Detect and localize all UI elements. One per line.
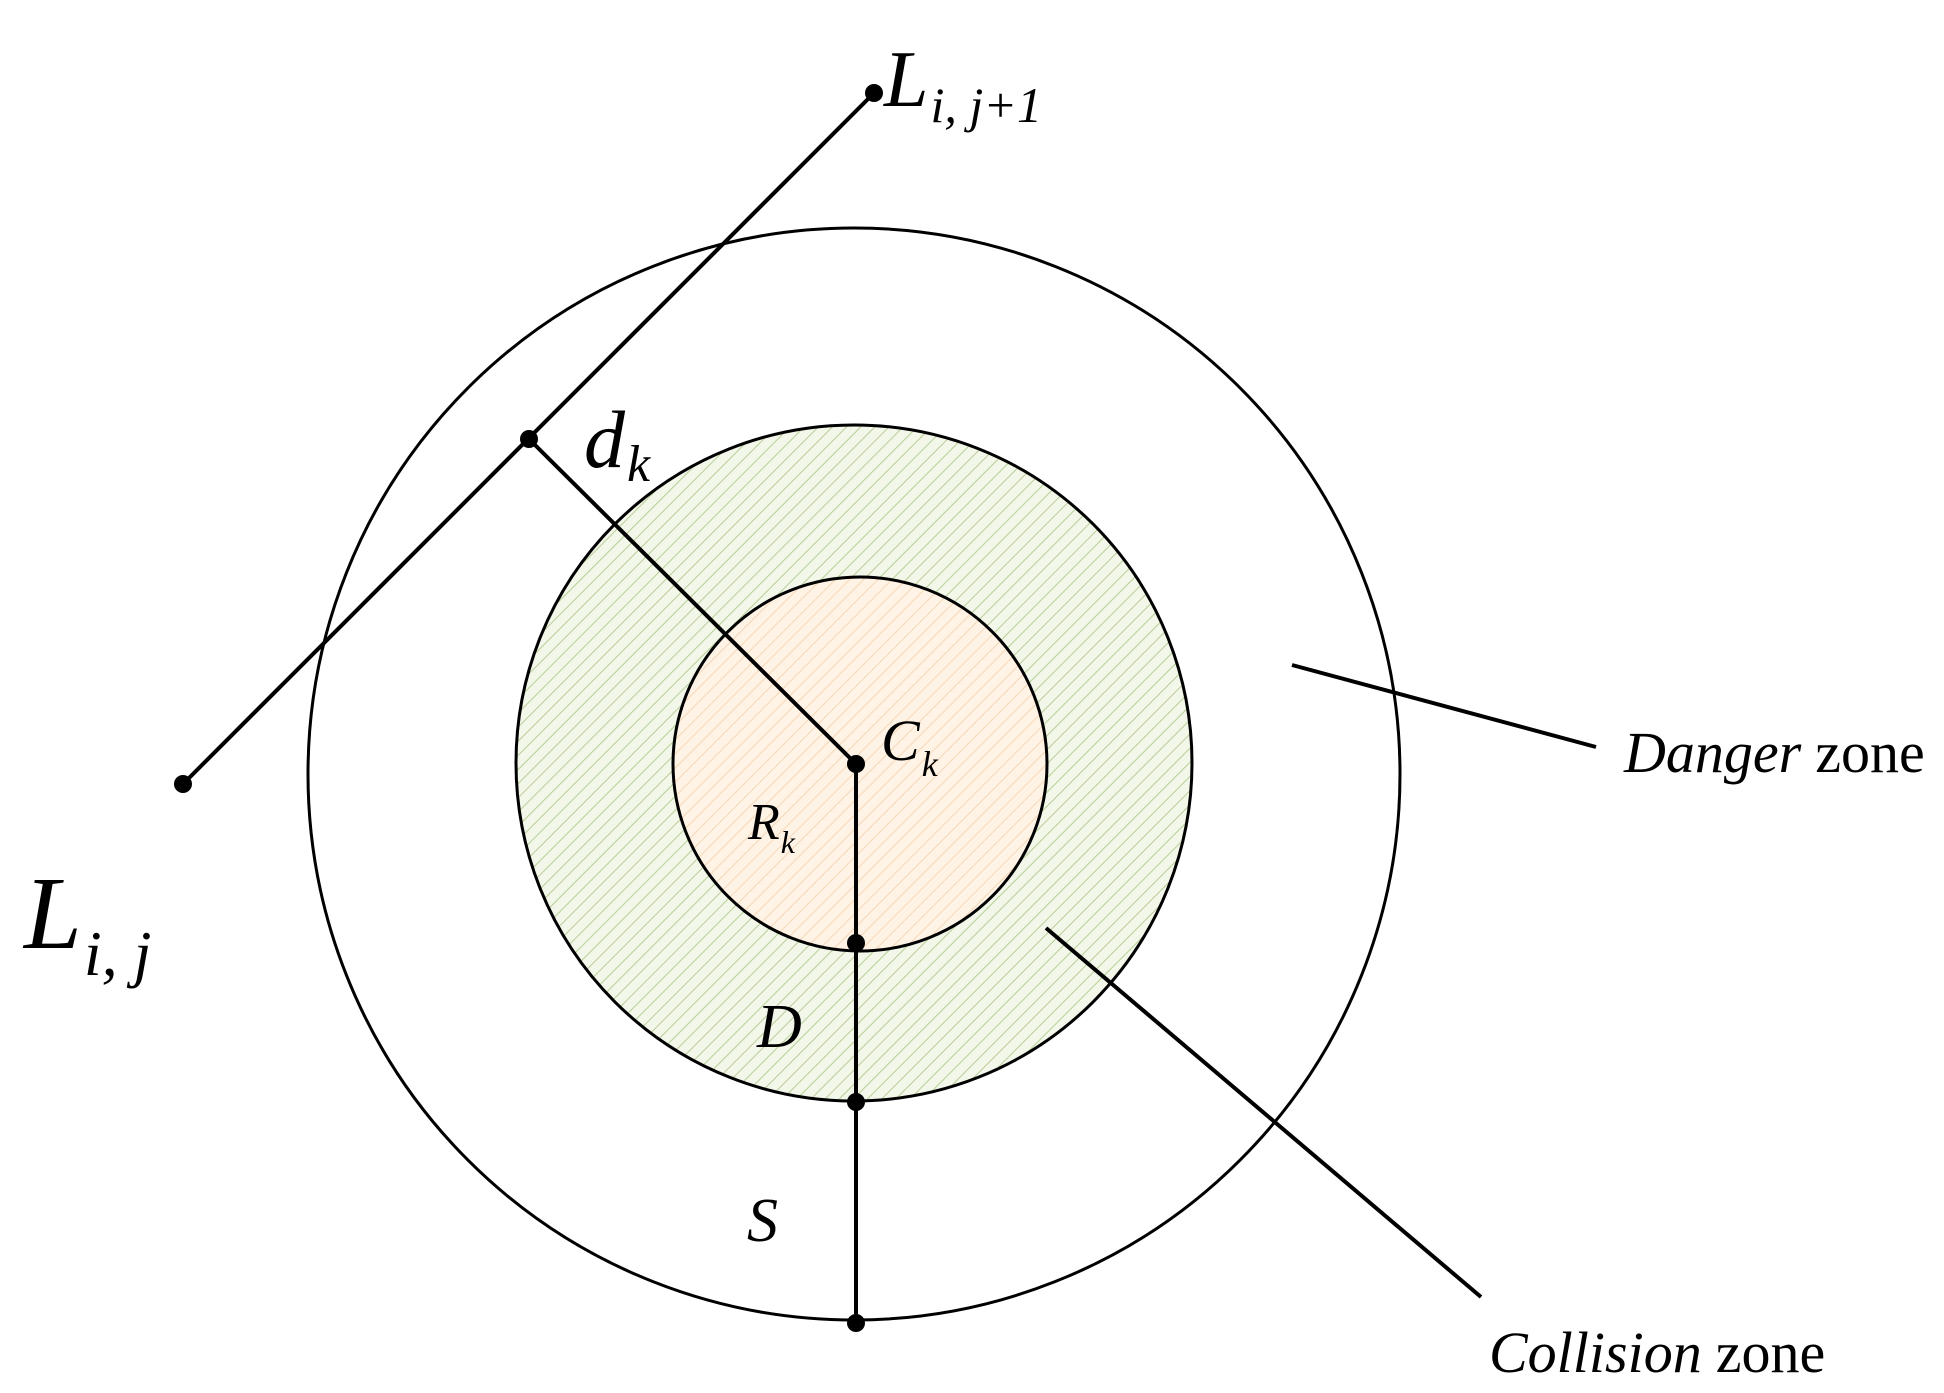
label-rk: Rk xyxy=(747,794,796,860)
label-l-ij1: Li, j+1 xyxy=(883,36,1042,133)
label-ck-main: C xyxy=(881,708,921,773)
point-danger-edge xyxy=(847,1314,865,1332)
label-ck-sub: k xyxy=(922,744,939,784)
collision-zone-callout xyxy=(1044,926,1483,1299)
label-l-ij: Li, j xyxy=(22,856,151,989)
label-collision-zone-emph: Collision xyxy=(1489,1320,1702,1385)
point-center xyxy=(847,755,865,773)
label-l-ij-main: L xyxy=(22,856,82,971)
point-collision-edge xyxy=(847,1093,865,1111)
point-start xyxy=(174,775,192,793)
label-dk-main: d xyxy=(584,394,626,485)
label-rk-sub: k xyxy=(781,824,796,860)
label-l-ij1-main: L xyxy=(883,36,929,124)
label-collision-zone-rest: zone xyxy=(1716,1320,1826,1385)
point-inner-edge xyxy=(847,934,865,952)
label-danger-zone-emph: Danger xyxy=(1623,720,1802,785)
label-l-ij1-sub: i, j+1 xyxy=(931,77,1043,133)
point-end xyxy=(865,84,883,102)
label-ck: Ck xyxy=(881,708,939,784)
label-dk-sub: k xyxy=(627,436,651,493)
danger-zone-callout xyxy=(1291,663,1597,749)
label-rk-main: R xyxy=(747,794,780,851)
label-danger-zone-rest: zone xyxy=(1815,720,1925,785)
label-s: S xyxy=(747,1187,778,1255)
point-foot xyxy=(520,430,538,448)
distance-line xyxy=(527,437,858,766)
label-d: D xyxy=(756,993,802,1061)
label-dk: dk xyxy=(584,394,651,493)
label-l-ij-sub: i, j xyxy=(84,918,152,989)
